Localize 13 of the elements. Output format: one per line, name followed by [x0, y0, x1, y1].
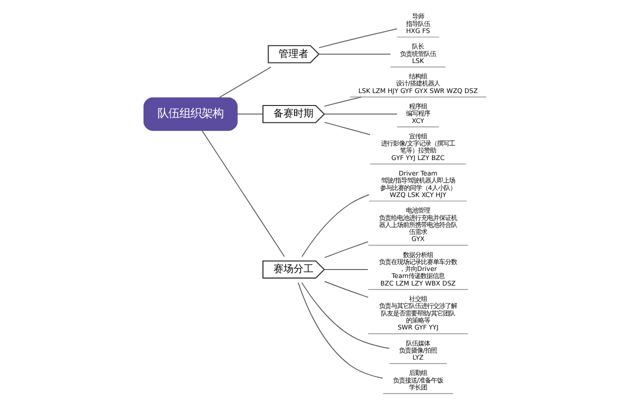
- connector: [324, 122, 370, 136]
- connector: [318, 28, 398, 48]
- connector: [318, 54, 391, 55]
- connector: [324, 96, 362, 107]
- connector: [324, 241, 369, 258]
- connector: [218, 66, 272, 98]
- connector: [324, 280, 369, 298]
- connector: [301, 282, 390, 349]
- connector: [301, 194, 370, 258]
- node-box: 队伍组织架构: [144, 97, 238, 131]
- connector: [202, 130, 285, 258]
- connector: [298, 282, 384, 379]
- connector: [324, 269, 368, 270]
